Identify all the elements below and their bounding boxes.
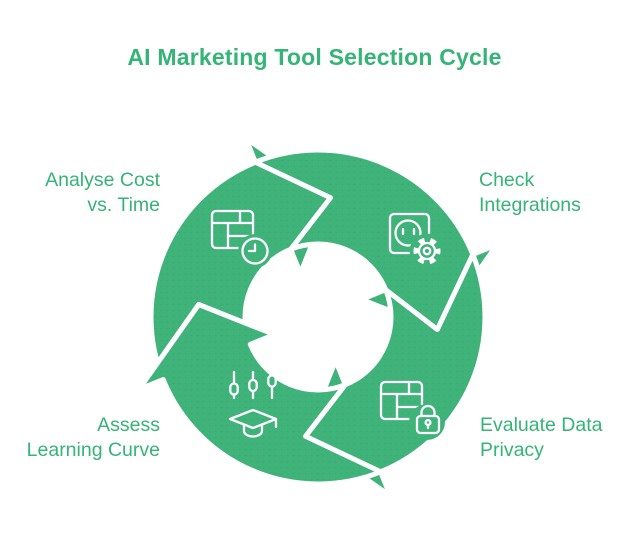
label-line: vs. Time (87, 194, 160, 216)
label-line: Integrations (479, 194, 581, 216)
sliders-graduation-cap-icon (228, 370, 278, 438)
label-line: Privacy (480, 439, 544, 461)
segment-left-arrow (136, 302, 384, 487)
label-analyse-cost-vs-time: Analyse Cost vs. Time (0, 168, 160, 218)
socket-gear-icon (388, 212, 445, 269)
label-line: Check (479, 169, 535, 191)
label-line: Learning Curve (26, 439, 160, 461)
table-lock-icon (379, 380, 445, 440)
label-line: Assess (97, 414, 160, 436)
diagram-title: AI Marketing Tool Selection Cycle (127, 44, 502, 70)
label-line: Evaluate Data (480, 414, 603, 436)
cycle-diagram (136, 135, 500, 499)
label-check-integrations: Check Integrations (479, 168, 629, 218)
label-evaluate-data-privacy: Evaluate Data Privacy (480, 413, 629, 463)
table-clock-icon (210, 209, 272, 268)
label-assess-learning-curve: Assess Learning Curve (0, 413, 160, 463)
label-line: Analyse Cost (45, 169, 160, 191)
cycle-arrow-segments (136, 135, 500, 499)
